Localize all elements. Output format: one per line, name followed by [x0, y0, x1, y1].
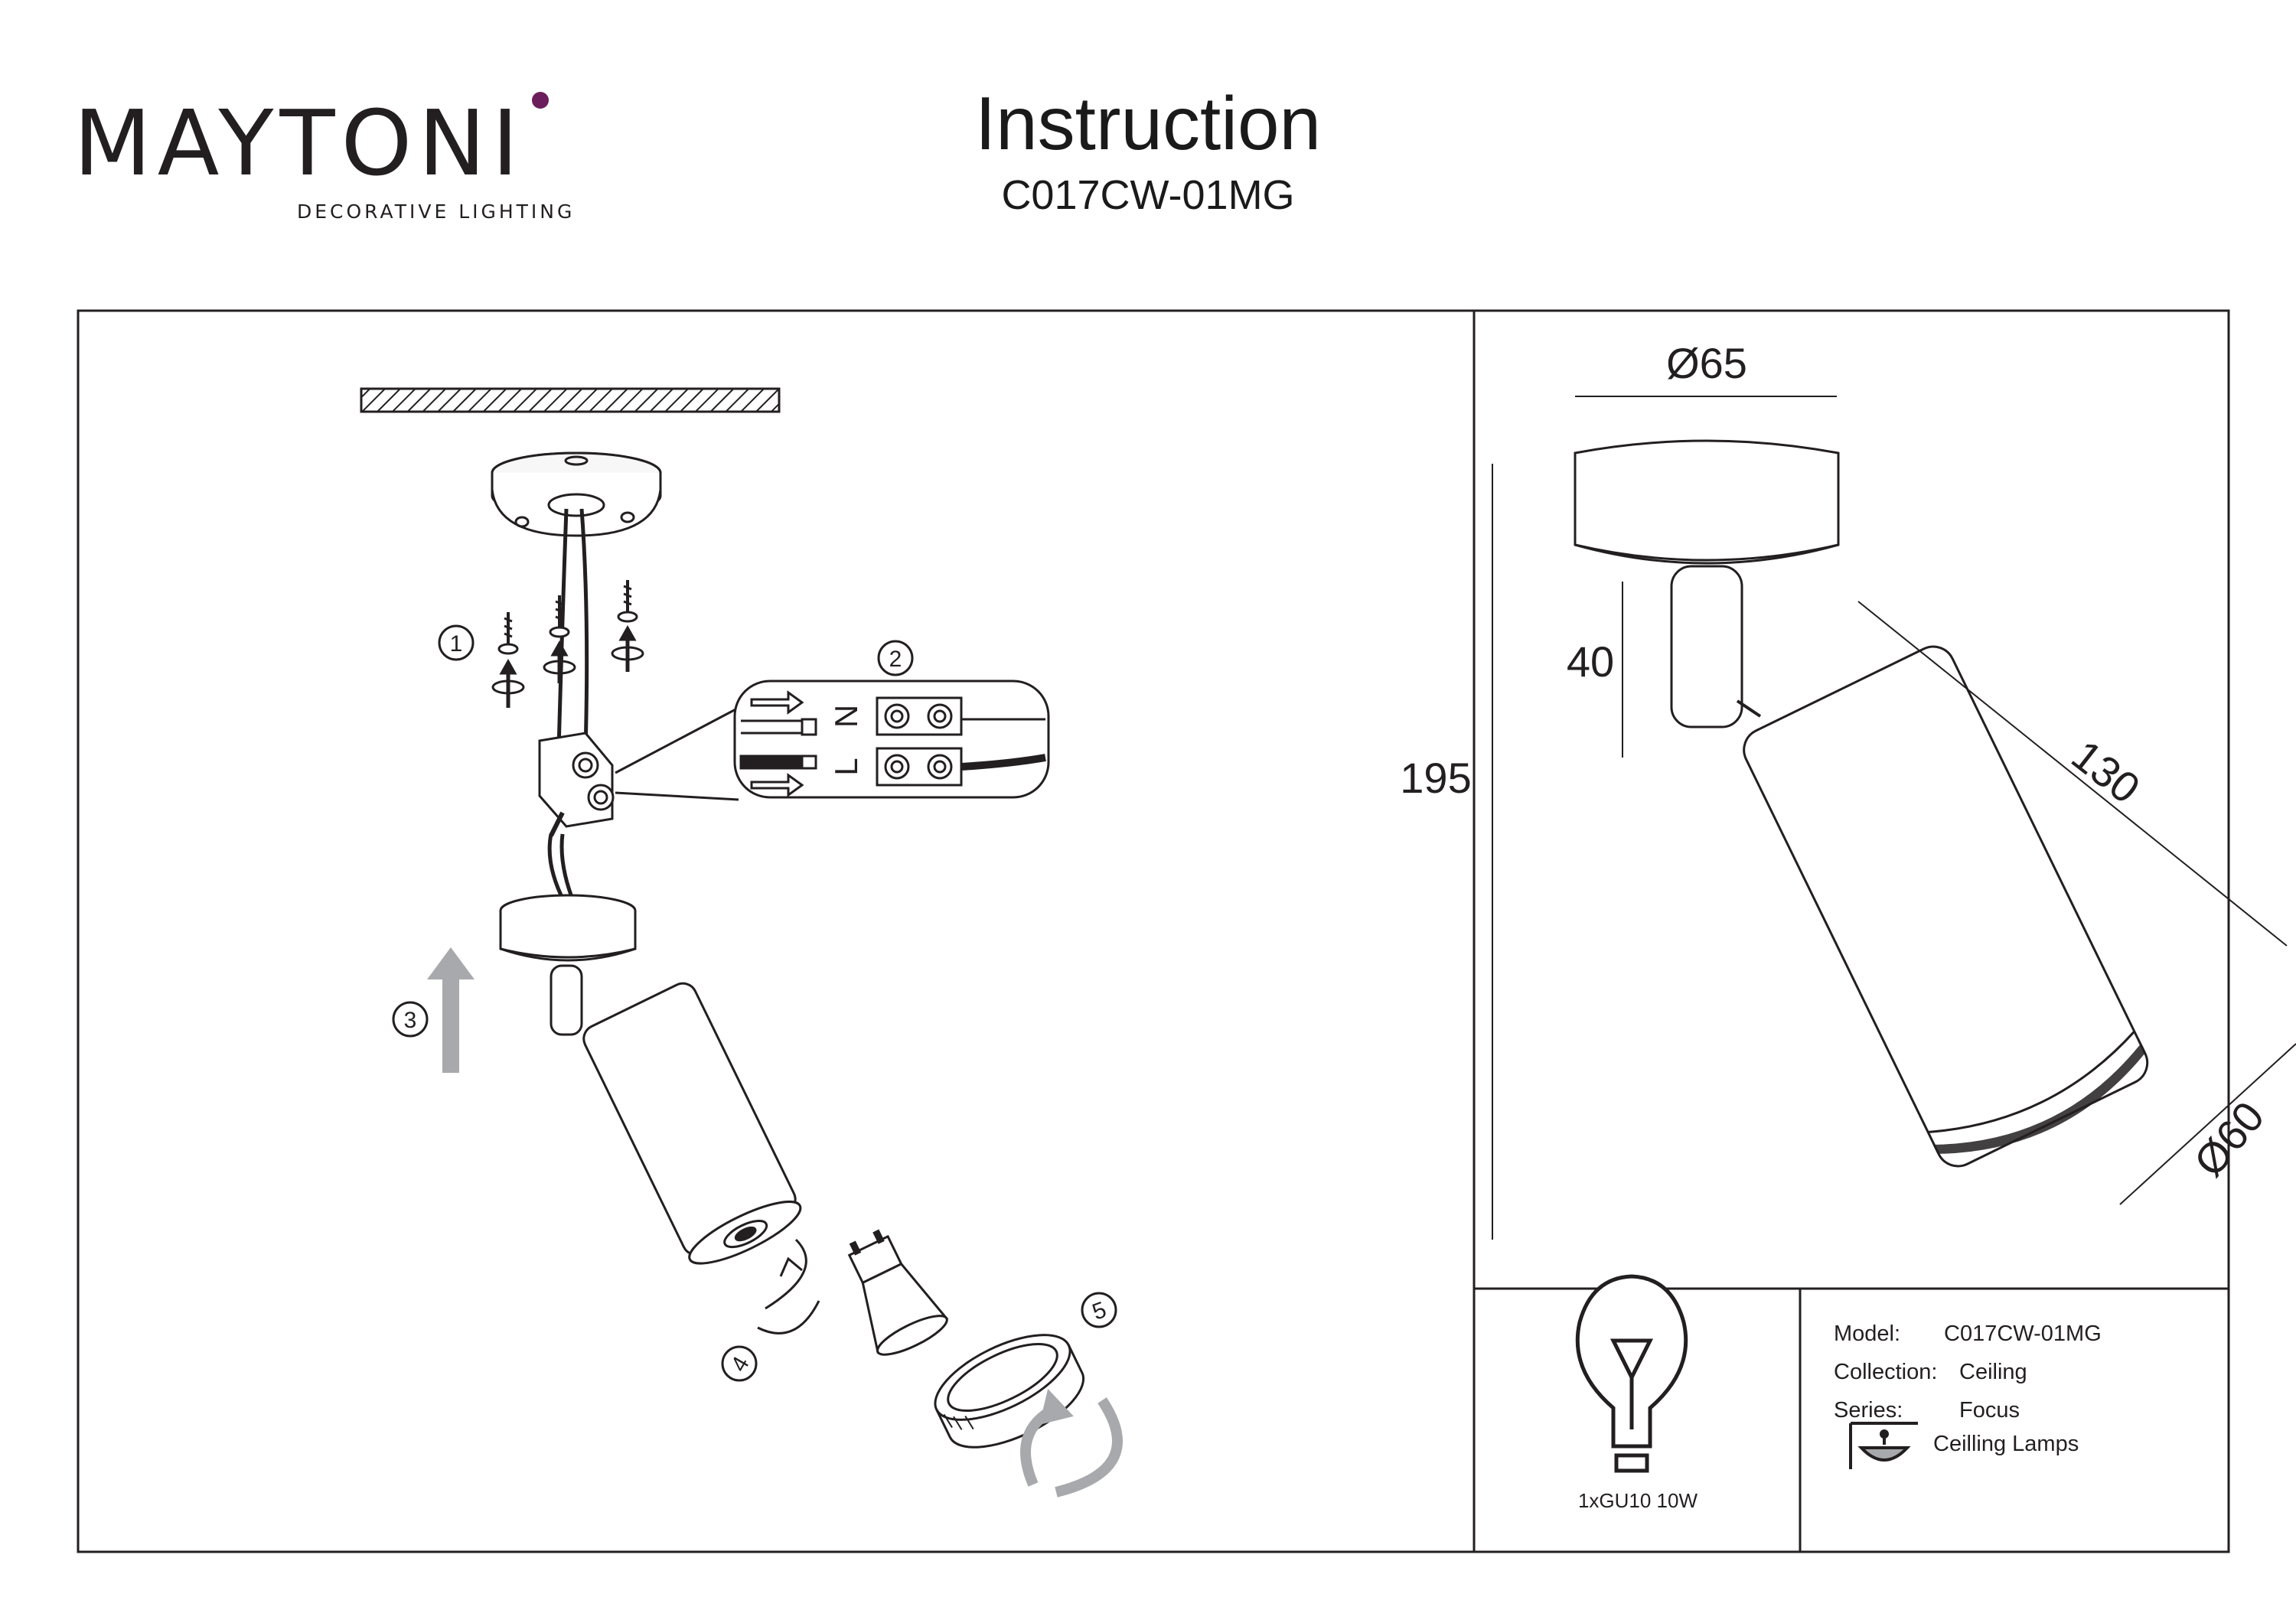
model-label: Model: [1834, 1322, 1900, 1346]
dim-base-diameter: Ø65 [1666, 339, 1747, 387]
step-3-marker [392, 1001, 429, 1038]
step-2-marker [877, 640, 914, 676]
gu10-bulb [847, 1229, 949, 1356]
rotate-arrow-step4 [757, 1238, 820, 1335]
collection-label: Collection: [1834, 1360, 1937, 1384]
lamp-body [582, 982, 802, 1265]
step-1-label: 1 [450, 631, 463, 657]
step-1-marker [438, 624, 475, 661]
logo-accent-dot [532, 92, 549, 109]
light-bulb-icon [1575, 1274, 1688, 1473]
series-value: Focus [1959, 1398, 2020, 1423]
dim-line-length [1857, 601, 2288, 947]
push-up-arrow-step3 [427, 947, 475, 1073]
rotate-arrow-step5 [1020, 1388, 1123, 1498]
step-markers: 1 2 3 4 5 [392, 624, 1117, 1382]
dim-body-length: 130 [2063, 731, 2148, 813]
brand-tagline: DECORATIVE LIGHTING [297, 200, 576, 223]
model-value: C017CW-01MG [1944, 1322, 2102, 1346]
step-4-marker [721, 1345, 758, 1382]
terminal-block [538, 732, 615, 837]
dimension-drawing [1492, 396, 2296, 1240]
step-2-label: 2 [889, 647, 902, 672]
dim-body-diameter: Ø60 [2184, 1093, 2273, 1186]
dim-stem-height: 40 [1567, 637, 1614, 686]
wiring-inset [733, 680, 1050, 799]
brand-logo: MAYTONI [73, 90, 525, 196]
step-5-marker [1081, 1292, 1117, 1328]
screws [491, 580, 644, 708]
step-3-label: 3 [404, 1008, 417, 1033]
collection-value: Ceiling [1959, 1360, 2027, 1384]
mounting-plate [491, 451, 662, 537]
wire-label-neutral: N [828, 705, 864, 728]
category-value: Ceilling Lamps [1933, 1432, 2079, 1456]
page-title: Instruction [974, 81, 1322, 165]
wire-label-live: L [828, 758, 864, 775]
ceiling-lamp-icon [1849, 1422, 1918, 1469]
bulb-spec: 1xGU10 10W [1578, 1489, 1698, 1512]
lamp-canopy [499, 894, 637, 1036]
bezel-ring [934, 1334, 1085, 1449]
dim-line-diameter [2119, 1043, 2296, 1205]
series-label: Series: [1834, 1398, 1903, 1423]
model-code-header: C017CW-01MG [1001, 172, 1295, 218]
dim-total-height: 195 [1400, 754, 1471, 802]
ceiling-surface [360, 387, 781, 413]
installation-diagram [360, 387, 1123, 1498]
outer-frame [77, 309, 2230, 1553]
